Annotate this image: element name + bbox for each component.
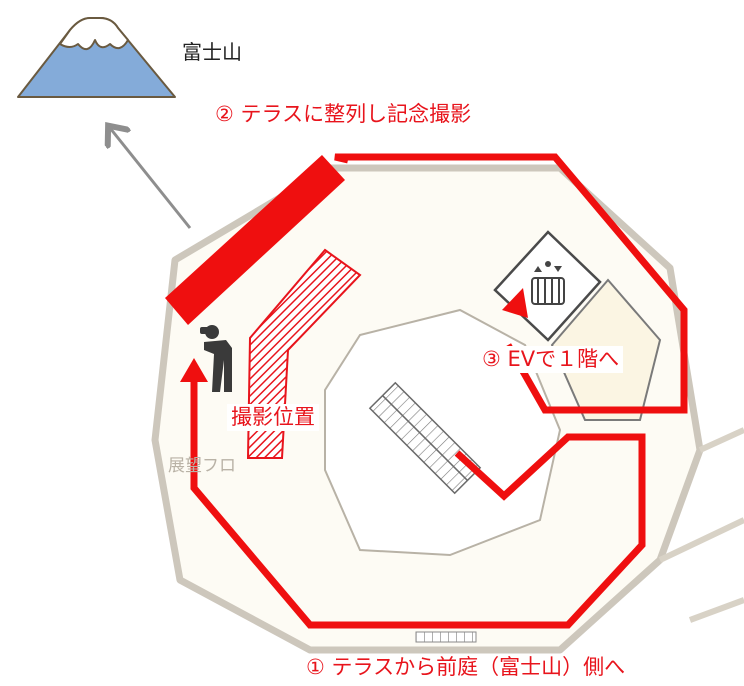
route-arrowhead-ev — [502, 288, 528, 318]
route-arrowhead-start — [180, 358, 208, 382]
photographer-icon — [200, 325, 232, 392]
step-2-label: ② テラスに整列し記念撮影 — [215, 102, 472, 126]
floor-name-label: 展望フロ — [168, 456, 236, 476]
elevator-icon — [531, 261, 565, 305]
stairs-icon — [368, 381, 482, 495]
bottom-stairs — [415, 631, 477, 643]
direction-to-fuji-arrow — [110, 128, 192, 229]
step-1-label: ① テラスから前庭（富士山）側へ — [302, 654, 630, 681]
outer-wall — [658, 427, 744, 623]
mt-fuji-label: 富士山 — [182, 40, 242, 64]
route-path — [190, 375, 646, 629]
step-3-label: ③ EVで１階へ — [478, 346, 624, 373]
route-path-upper — [334, 153, 688, 414]
terrace-photo-line — [165, 155, 345, 325]
photo-position-label: 撮影位置 — [227, 404, 319, 431]
mount-fuji-icon — [17, 17, 176, 98]
